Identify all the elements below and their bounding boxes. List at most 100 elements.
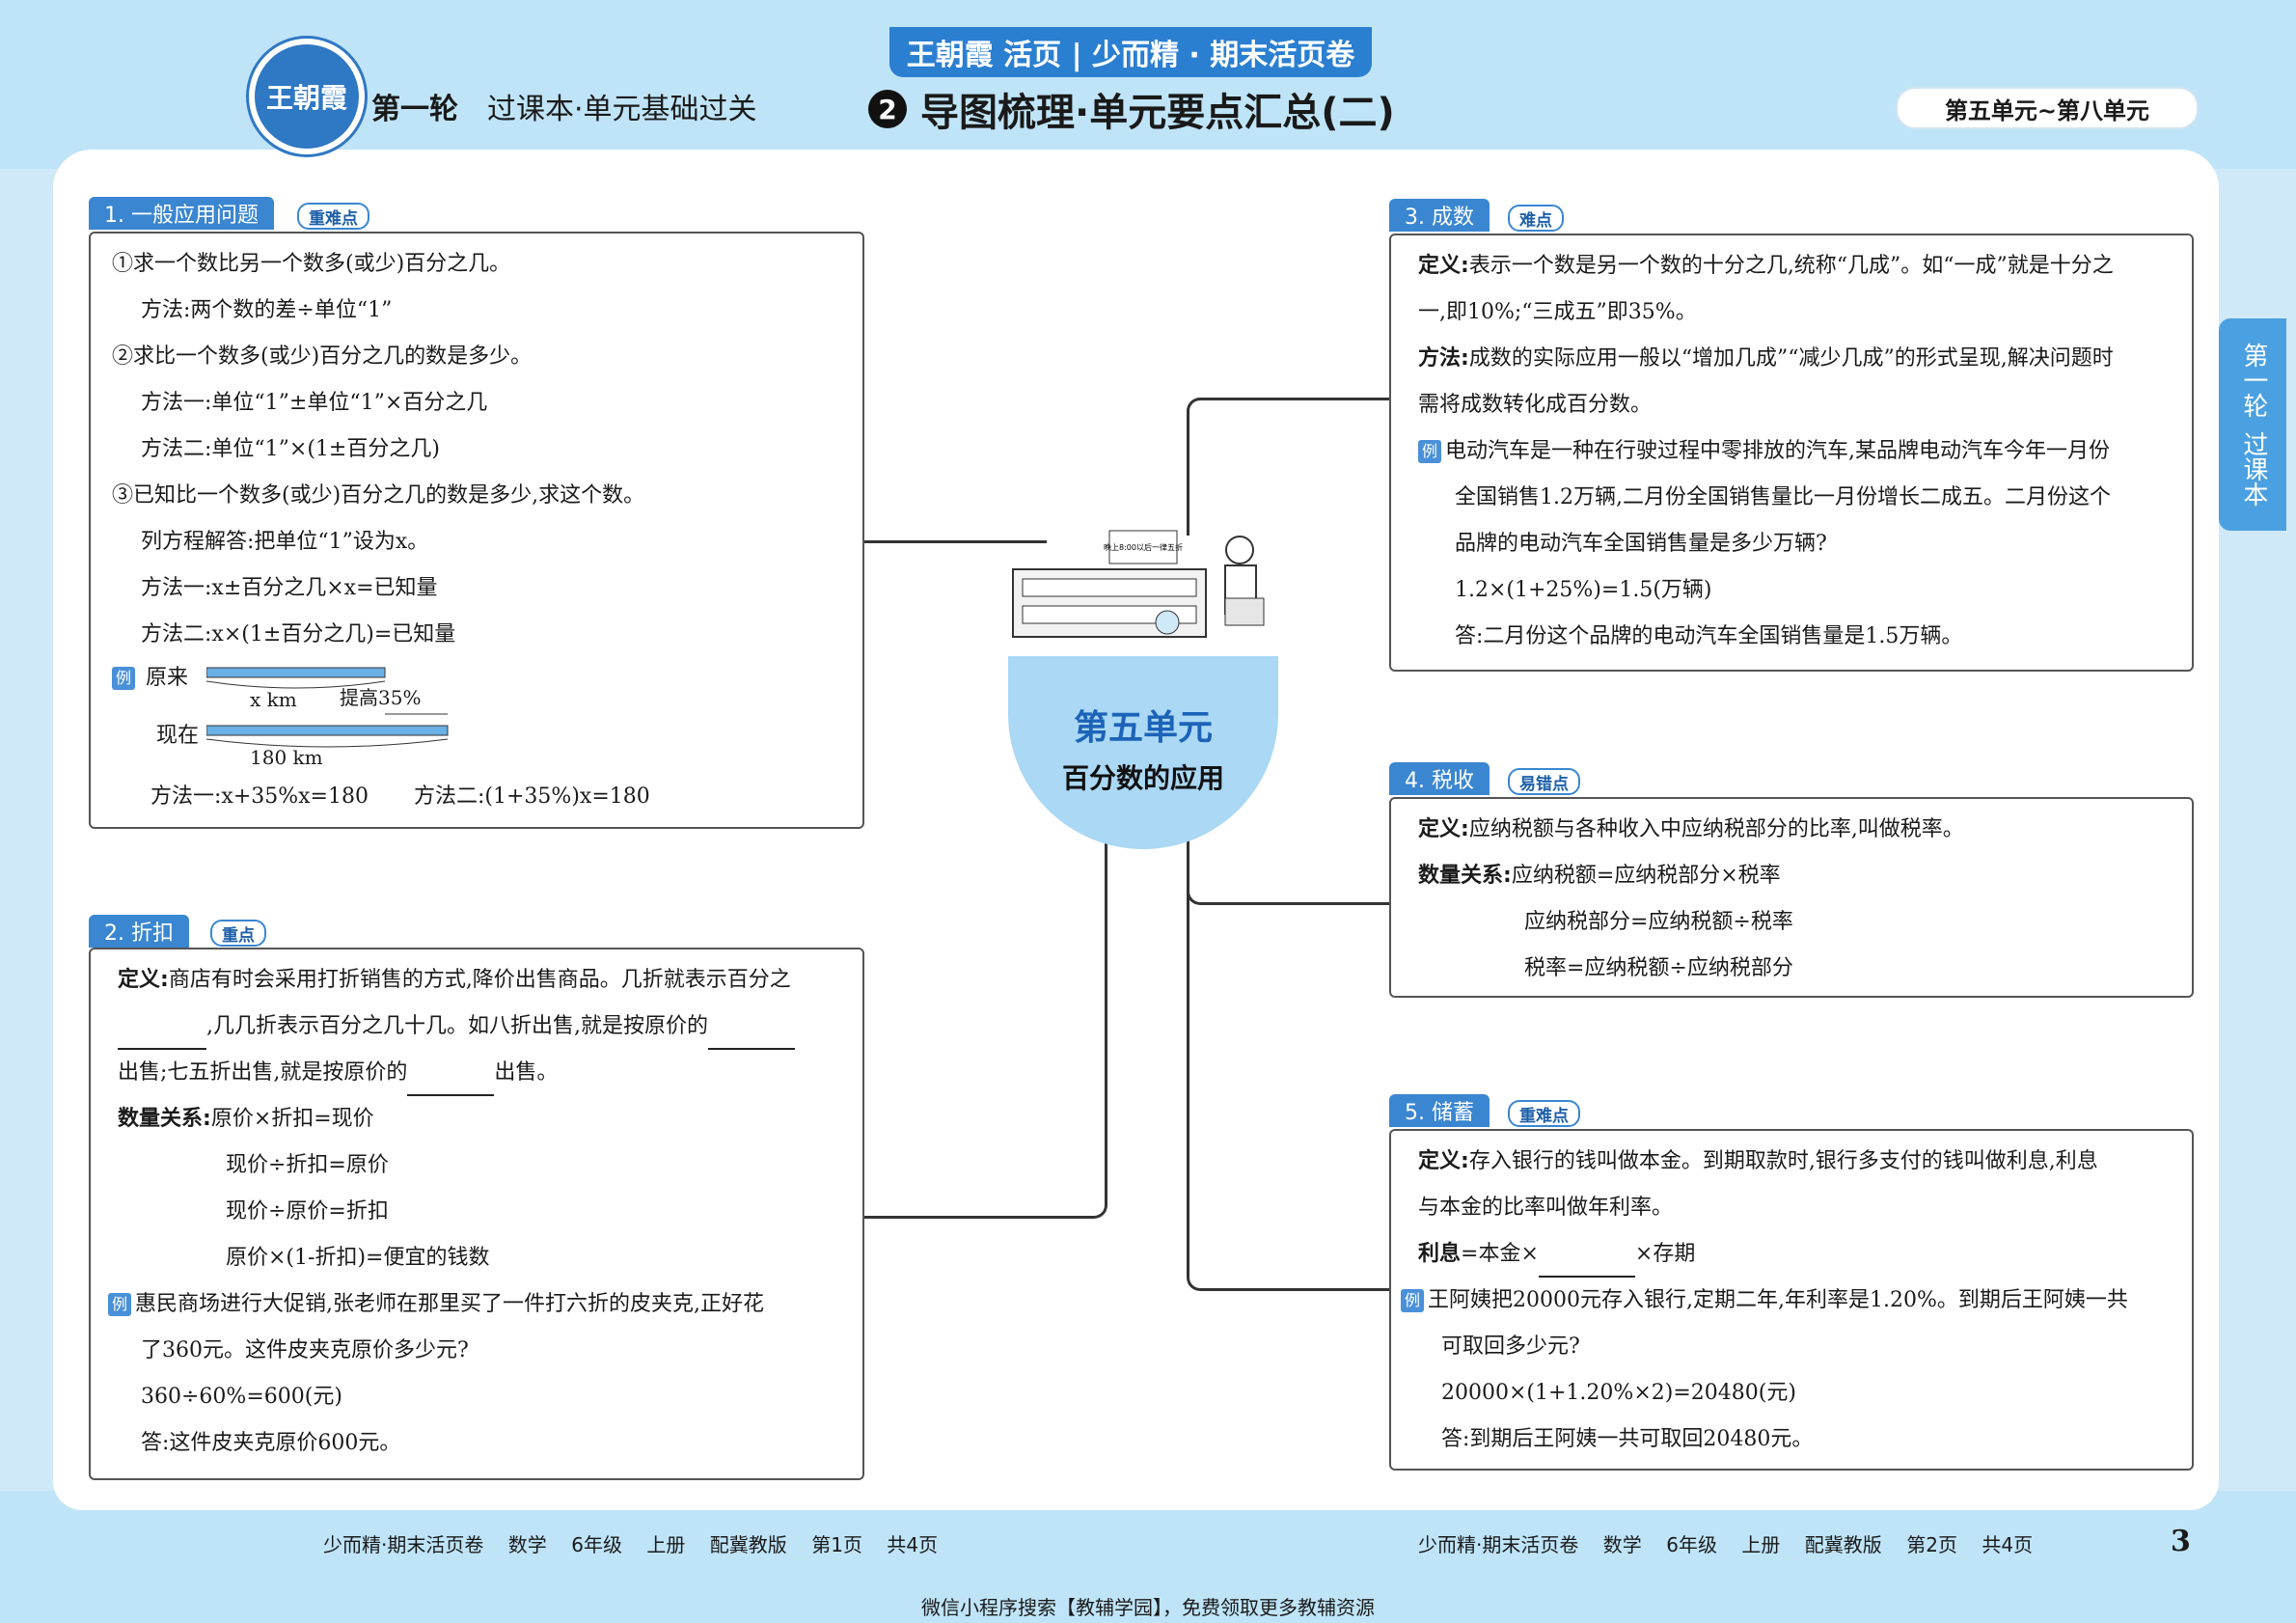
example-icon: 例 <box>1418 440 1441 463</box>
example-icon: 例 <box>1401 1289 1424 1312</box>
footer-left: 少而精·期末活页卷 数学 6年级 上册 配冀教版 第1页 共4页 <box>323 1533 939 1556</box>
box1-tag: 1. 一般应用问题 <box>89 197 274 230</box>
box2-rel3: 现价÷原价=折扣 <box>226 1199 389 1224</box>
box5-badge: 重难点 <box>1508 1100 1580 1127</box>
box1-method2: 方法二:(1+35%)x=180 <box>414 784 650 809</box>
box2-ex3: 360÷60%=600(元) <box>141 1385 342 1409</box>
box3-method2: 需将成数转化成百分数。 <box>1418 393 1653 417</box>
box2-rel-label: 数量关系: <box>118 1107 211 1131</box>
box3-ex5: 答:二月份这个品牌的电动汽车全国销售量是1.5万辆。 <box>1455 624 1963 648</box>
diagram-increase-label: 提高35% <box>340 686 422 709</box>
box2-def-a: 商店有时会采用打折销售的方式,降价出售商品。几折就表示百分之 <box>168 968 791 992</box>
box5-def1: 存入银行的钱叫做本金。到期取款时,银行多支付的钱叫做利息,利息 <box>1468 1149 2098 1173</box>
blank-4[interactable] <box>1538 1247 1635 1278</box>
box3-tag: 3. 成数 <box>1389 199 1490 232</box>
diagram-180-label: 180 km <box>250 746 323 769</box>
box4-rel1: 应纳税额=应纳税部分×税率 <box>1511 864 1781 888</box>
box4-tag: 4. 税收 <box>1389 762 1490 795</box>
brand-banner: 王朝霞 活页 | 少而精 · 期末活页卷 <box>889 27 1372 77</box>
box2-def-b: ,几几折表示百分之几十几。如八折出售,就是按原价的 <box>206 1014 708 1038</box>
box5-interest-a: =本金× <box>1461 1242 1539 1266</box>
box5-ex4: 答:到期后王阿姨一共可取回20480元。 <box>1441 1427 1814 1451</box>
diagram-x-label: x km <box>250 688 297 711</box>
box1-line-9: 方法二:x×(1±百分之几)=已知量 <box>141 622 456 646</box>
box1-line-5: 方法二:单位“1”×(1±百分之几) <box>141 437 440 461</box>
box2-ex1-line: 例惠民商场进行大促销,张老师在那里买了一件打六折的皮夹克,正好花 <box>108 1281 764 1328</box>
box2-def-d: 出售。 <box>494 1060 559 1085</box>
box1-general-problems: ①求一个数比另一个数多(或少)百分之几。 方法:两个数的差÷单位“1” ②求比一… <box>89 232 864 829</box>
box2-ex2: 了360元。这件皮夹克原价多少元? <box>141 1338 469 1362</box>
box3-cheng-shu: 定义:表示一个数是另一个数的十分之几,统称“几成”。如“一成”就是十分之 一,即… <box>1389 234 2194 672</box>
side-tab-line2: 过课本 <box>2238 431 2268 507</box>
box3-method-label: 方法: <box>1418 346 1469 371</box>
brand-logo: 王朝霞 <box>249 39 365 154</box>
blank-1[interactable] <box>118 1019 206 1050</box>
box1-line-1: ①求一个数比另一个数多(或少)百分之几。 <box>112 252 511 276</box>
box1-badge: 重难点 <box>297 203 369 230</box>
box5-def-line1: 定义:存入银行的钱叫做本金。到期取款时,银行多支付的钱叫做利息,利息 <box>1418 1139 2098 1185</box>
box2-def-line1: 定义:商店有时会采用打折销售的方式,降价出售商品。几折就表示百分之 <box>118 957 791 1004</box>
box5-interest-label: 利息 <box>1418 1242 1462 1266</box>
box2-tag: 2. 折扣 <box>89 915 189 948</box>
side-tab: 第一轮 过课本 <box>2219 318 2286 531</box>
box1-line-4: 方法一:单位“1”±单位“1”×百分之几 <box>141 391 488 415</box>
box5-ex2: 可取回多少元? <box>1441 1334 1580 1359</box>
blank-3[interactable] <box>407 1065 495 1096</box>
box1-line-8: 方法一:x±百分之几×x=已知量 <box>141 576 438 600</box>
connector-box5 <box>1187 849 1392 1291</box>
box2-def-label: 定义: <box>118 968 169 992</box>
box2-def-line3: 出售;七五折出售,就是按原价的出售。 <box>118 1050 558 1096</box>
box5-def-label: 定义: <box>1418 1149 1469 1173</box>
box1-example: 例 原来 <box>112 664 188 693</box>
diagram-now-label: 现在 <box>156 724 200 748</box>
side-tab-line1: 第一轮 <box>2238 343 2268 418</box>
diagram-original-label: 原来 <box>146 666 189 690</box>
shop-illustration: 晚上8:00以后一律五折 <box>1012 530 1265 638</box>
box3-def2: 一,即10%;“三成五”即35%。 <box>1418 300 1697 324</box>
box4-def1: 应纳税额与各种收入中应纳税部分的比率,叫做税率。 <box>1468 817 1964 841</box>
box3-ex1-line: 例电动汽车是一种在行驶过程中零排放的汽车,某品牌电动汽车今年一月份 <box>1418 428 2110 475</box>
logo-text: 王朝霞 <box>265 82 347 114</box>
box3-ex3: 品牌的电动汽车全国销售量是多少万辆? <box>1455 532 1827 556</box>
box4-rel-line1: 数量关系:应纳税额=应纳税部分×税率 <box>1418 853 1781 899</box>
section-number: 2 <box>868 90 907 128</box>
box1-line-3: ②求比一个数多(或少)百分之几的数是多少。 <box>112 344 533 369</box>
box3-def-label: 定义: <box>1418 254 1469 278</box>
section-title: 导图梳理·单元要点汇总(二) <box>920 91 1395 135</box>
box5-interest-b: ×存期 <box>1634 1242 1696 1266</box>
box3-method1: 成数的实际应用一般以“增加几成”“减少几成”的形式呈现,解决问题时 <box>1468 346 2114 371</box>
box2-badge: 重点 <box>210 920 266 947</box>
connector-box3 <box>1187 398 1392 536</box>
box5-def2: 与本金的比率叫做年利率。 <box>1418 1196 1674 1220</box>
box2-rel1: 原价×折扣=现价 <box>210 1107 374 1131</box>
box1-line-7: 列方程解答:把单位“1”设为x。 <box>141 530 429 554</box>
example-icon: 例 <box>108 1293 131 1316</box>
box3-ex4: 1.2×(1+25%)=1.5(万辆) <box>1455 578 1712 602</box>
line-segment-diagram <box>206 667 449 748</box>
box4-rel2: 应纳税部分=应纳税额÷税率 <box>1524 910 1793 934</box>
box2-discount: 定义:商店有时会采用打折销售的方式,降价出售商品。几折就表示百分之 ,几几折表示… <box>89 948 864 1480</box>
round-label: 第一轮 <box>371 93 458 126</box>
bottom-wave-band <box>0 1491 2296 1623</box>
box2-rel-line1: 数量关系:原价×折扣=现价 <box>118 1096 374 1142</box>
box1-line-6: ③已知比一个数多(或少)百分之几的数是多少,求这个数。 <box>112 483 645 508</box>
box5-tag: 5. 储蓄 <box>1389 1094 1490 1127</box>
box4-badge: 易错点 <box>1508 768 1580 795</box>
footer-right: 少而精·期末活页卷 数学 6年级 上册 配冀教版 第2页 共4页 <box>1418 1533 2034 1556</box>
box5-ex1-line: 例王阿姨把20000元存入银行,定期二年,年利率是1.20%。到期后王阿姨一共 <box>1401 1278 2128 1324</box>
connector-box1 <box>863 540 1047 543</box>
box4-def-label: 定义: <box>1418 817 1469 841</box>
box4-def-line: 定义:应纳税额与各种收入中应纳税部分的比率,叫做税率。 <box>1418 807 1964 853</box>
box3-ex1: 电动汽车是一种在行驶过程中零排放的汽车,某品牌电动汽车今年一月份 <box>1445 439 2110 463</box>
page-number: 3 <box>2171 1525 2191 1558</box>
unit-range-badge: 第五单元~第八单元 <box>1896 87 2199 129</box>
box5-ex1: 王阿姨把20000元存入银行,定期二年,年利率是1.20%。到期后王阿姨一共 <box>1428 1288 2128 1312</box>
box2-ex1: 惠民商场进行大促销,张老师在那里买了一件打六折的皮夹克,正好花 <box>135 1292 764 1316</box>
box4-rel3: 税率=应纳税额÷应纳税部分 <box>1524 956 1793 980</box>
shop-sign-text: 晚上8:00以后一律五折 <box>1104 542 1183 552</box>
box3-def-line1: 定义:表示一个数是另一个数的十分之几,统称“几成”。如“一成”就是十分之 <box>1418 243 2114 289</box>
blank-2[interactable] <box>708 1019 795 1050</box>
box4-rel-label: 数量关系: <box>1418 864 1512 888</box>
bottom-note: 微信小程序搜索【教辅学园】，免费领取更多教辅资源 <box>921 1596 1375 1619</box>
box2-def-line2: ,几几折表示百分之几十几。如八折出售,就是按原价的 <box>118 1004 795 1050</box>
